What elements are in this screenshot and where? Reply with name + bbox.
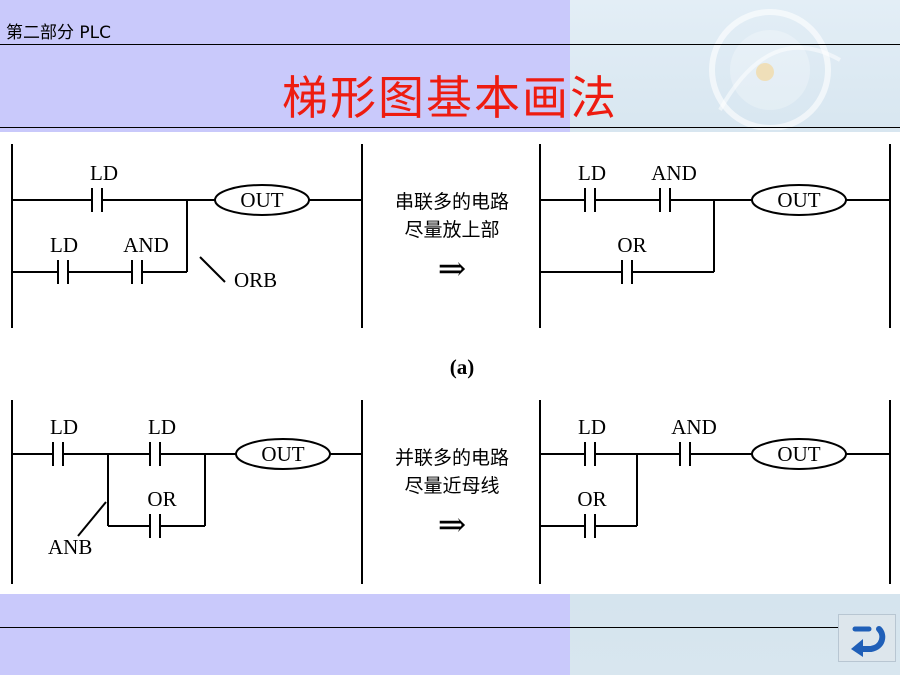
back-button[interactable] xyxy=(838,614,896,662)
a-left-coil-label: OUT xyxy=(240,188,283,212)
b-note-line2: 尽量近母线 xyxy=(404,475,499,497)
a-orb-callout-label: ORB xyxy=(234,268,277,292)
a-left-contact1-label: LD xyxy=(90,161,118,185)
b-left-contact2-label: LD xyxy=(148,415,176,439)
header-divider xyxy=(0,44,900,45)
b-right-contact3-label: OR xyxy=(577,487,606,511)
b-left-coil-label: OUT xyxy=(261,442,304,466)
return-arrow-icon xyxy=(851,626,886,657)
a-right-contact2-label: AND xyxy=(651,161,697,185)
b-right-contact1-label: LD xyxy=(578,415,606,439)
b-right-coil-label: OUT xyxy=(777,442,820,466)
a-right-contact3-label: OR xyxy=(617,233,646,257)
decorative-globe-graphic xyxy=(709,9,841,130)
diagram-a-caption: (a) xyxy=(450,355,475,379)
title-divider xyxy=(0,127,900,128)
a-left-contact3-label: AND xyxy=(123,233,169,257)
b-left-contact3-label: OR xyxy=(147,487,176,511)
section-label: 第二部分 PLC xyxy=(6,23,111,43)
a-note-line1: 串联多的电路 xyxy=(395,191,509,213)
footer-divider xyxy=(0,627,850,628)
a-transform-arrow-icon: ⇒ xyxy=(438,251,467,288)
b-anb-callout-label: ANB xyxy=(48,535,92,559)
a-right-coil-label: OUT xyxy=(777,188,820,212)
diagram-panel: LD LD AND OUT ORB LD AND OR OUT (a) 串联多的… xyxy=(0,132,900,594)
ladder-diagrams: LD LD AND OUT ORB LD AND OR OUT (a) 串联多的… xyxy=(11,144,891,584)
b-right-contact2-label: AND xyxy=(671,415,717,439)
a-right-contact1-label: LD xyxy=(578,161,606,185)
page-title: 梯形图基本画法 xyxy=(282,71,618,125)
a-note-line2: 尽量放上部 xyxy=(404,219,499,241)
a-left-contact2-label: LD xyxy=(50,233,78,257)
b-left-contact1-label: LD xyxy=(50,415,78,439)
b-note-line1: 并联多的电路 xyxy=(395,447,509,469)
b-transform-arrow-icon: ⇒ xyxy=(438,507,467,544)
